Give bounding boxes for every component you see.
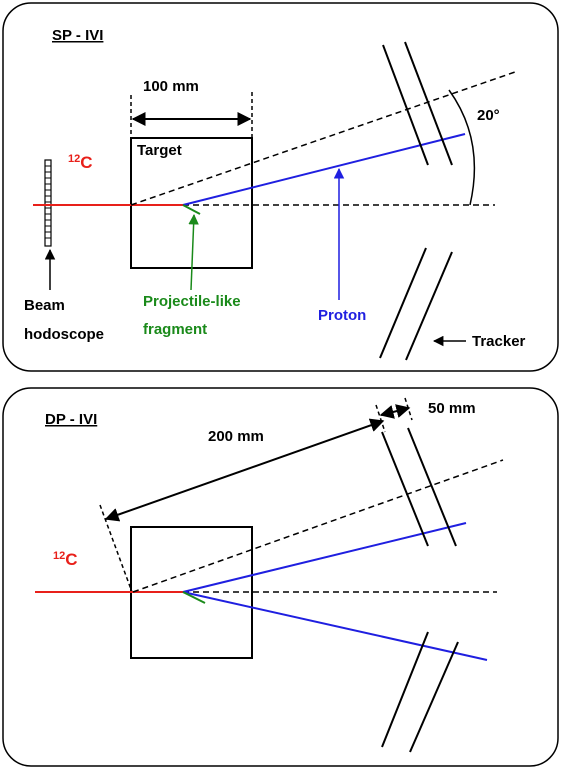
angle-arc bbox=[448, 89, 476, 206]
panel-sp-ivi: SP - IVI 100 mm Target 12C bbox=[2, 2, 559, 372]
tracker-plane-1-upper-dp bbox=[381, 431, 429, 547]
panel-dp-ivi: DP - IVI 200 mm 50 mm 12C bbox=[2, 387, 559, 767]
fragment-label-line2: fragment bbox=[143, 321, 207, 338]
dimension-label-200mm: 200 mm bbox=[208, 428, 264, 445]
ion-label-bottom: 12C bbox=[53, 550, 78, 569]
proton-label: Proton bbox=[318, 307, 366, 324]
fragment-label-line1: Projectile-like bbox=[143, 293, 241, 310]
dimension-arrow-200mm bbox=[104, 418, 385, 522]
dimension-label-100mm: 100 mm bbox=[143, 78, 199, 95]
acceptance-line-bottom bbox=[132, 459, 504, 593]
tracker-label: Tracker bbox=[472, 333, 526, 350]
tracker-plane-2-lower-dp bbox=[409, 641, 459, 753]
tracker-plane-1-lower-dp bbox=[381, 631, 429, 748]
fragment-track-bottom bbox=[182, 591, 206, 604]
tracker-plane-2-upper bbox=[404, 41, 453, 166]
hodoscope-label-line2: hodoscope bbox=[24, 326, 104, 343]
proton-track-lower bbox=[182, 591, 488, 661]
proton-track-top bbox=[182, 133, 466, 206]
spacing-label-50mm: 50 mm bbox=[428, 400, 476, 417]
panel-title-bottom: DP - IVI bbox=[45, 411, 97, 428]
spacing-arrow-50mm bbox=[379, 404, 411, 419]
fragment-track-top bbox=[182, 204, 201, 215]
tracker-plane-2-lower bbox=[405, 251, 453, 361]
ion-label-top: 12C bbox=[68, 153, 93, 172]
tracker-plane-1-lower bbox=[379, 247, 427, 359]
angle-label: 20° bbox=[477, 107, 500, 124]
acceptance-line-top bbox=[130, 71, 516, 206]
hodoscope-label-line1: Beam bbox=[24, 297, 65, 314]
tracker-plane-1-upper bbox=[382, 44, 429, 166]
spacing-tick bbox=[404, 397, 413, 421]
proton-track-upper bbox=[182, 522, 467, 593]
panel-title-top: SP - IVI bbox=[52, 27, 103, 44]
tracker-plane-2-upper-dp bbox=[407, 427, 457, 547]
beam-hodoscope bbox=[44, 159, 52, 247]
panel-frame-bottom bbox=[2, 387, 559, 767]
arrow-fragment bbox=[188, 213, 199, 291]
target-label: Target bbox=[137, 142, 182, 159]
panel-frame-top bbox=[2, 2, 559, 372]
